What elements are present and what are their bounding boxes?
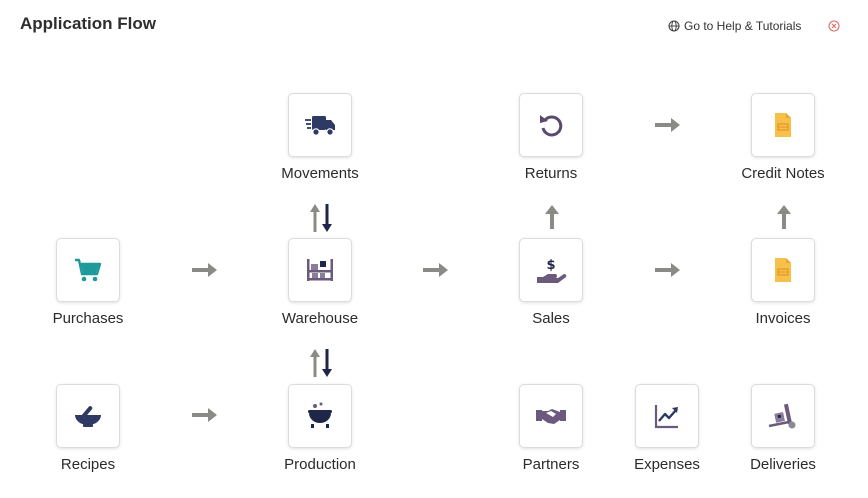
help-tutorials-label: Go to Help & Tutorials [684, 19, 802, 33]
node-deliveries[interactable]: Deliveries [723, 384, 843, 473]
mortar-pestle-icon [75, 406, 101, 427]
recipes-tile[interactable] [56, 384, 120, 448]
sales-tile[interactable]: $ [519, 238, 583, 302]
node-credit-notes[interactable]: Credit Notes [723, 93, 843, 182]
close-circle-icon[interactable] [828, 20, 840, 32]
production-tile[interactable] [288, 384, 352, 448]
deliveries-tile[interactable] [751, 384, 815, 448]
node-purchases[interactable]: Purchases [28, 238, 148, 327]
warehouse-label: Warehouse [281, 310, 359, 327]
globe-icon [668, 20, 680, 32]
arrow-right-icon [192, 263, 217, 277]
arrow-right-icon [423, 263, 448, 277]
expenses-tile[interactable] [635, 384, 699, 448]
cauldron-icon [308, 402, 332, 428]
help-tutorials-link[interactable]: Go to Help & Tutorials [668, 19, 801, 33]
warehouse-tile[interactable] [288, 238, 352, 302]
document-icon [775, 258, 791, 282]
credit-notes-tile[interactable] [751, 93, 815, 157]
bidirectional-arrow-icon [310, 204, 332, 232]
deliveries-label: Deliveries [750, 456, 816, 473]
bidirectional-arrow-icon [310, 349, 332, 377]
node-sales[interactable]: $ Sales [491, 238, 611, 327]
arrow-right-icon [655, 263, 680, 277]
node-recipes[interactable]: Recipes [28, 384, 148, 473]
svg-text:$: $ [546, 258, 555, 273]
arrow-right-icon [192, 408, 217, 422]
purchases-tile[interactable] [56, 238, 120, 302]
expenses-label: Expenses [634, 456, 700, 473]
shelves-icon [307, 259, 333, 281]
recipes-label: Recipes [60, 456, 116, 473]
page-title: Application Flow [20, 14, 156, 33]
node-warehouse[interactable]: Warehouse [260, 238, 380, 327]
cart-icon [75, 258, 102, 282]
purchases-label: Purchases [52, 310, 124, 327]
partners-label: Partners [522, 456, 580, 473]
production-label: Production [284, 456, 356, 473]
node-expenses[interactable]: Expenses [607, 384, 727, 473]
invoices-tile[interactable] [751, 238, 815, 302]
invoices-label: Invoices [755, 310, 811, 327]
handshake-icon [536, 409, 566, 424]
partners-tile[interactable] [519, 384, 583, 448]
sales-label: Sales [532, 310, 570, 327]
undo-icon [540, 115, 563, 137]
truck-icon [305, 116, 335, 136]
returns-label: Returns [524, 165, 578, 182]
arrow-up-icon [545, 205, 559, 229]
node-returns[interactable]: Returns [491, 93, 611, 182]
arrow-up-icon [777, 205, 791, 229]
hand-dollar-icon: $ [537, 258, 567, 283]
node-invoices[interactable]: Invoices [723, 238, 843, 327]
node-partners[interactable]: Partners [491, 384, 611, 473]
credit-notes-label: Credit Notes [741, 165, 825, 182]
node-movements[interactable]: Movements [260, 93, 380, 182]
dolly-icon [768, 403, 796, 429]
document-icon [775, 113, 791, 137]
arrow-right-icon [655, 118, 680, 132]
movements-tile[interactable] [288, 93, 352, 157]
returns-tile[interactable] [519, 93, 583, 157]
node-production[interactable]: Production [260, 384, 380, 473]
movements-label: Movements [281, 165, 359, 182]
chart-up-icon [654, 405, 678, 429]
